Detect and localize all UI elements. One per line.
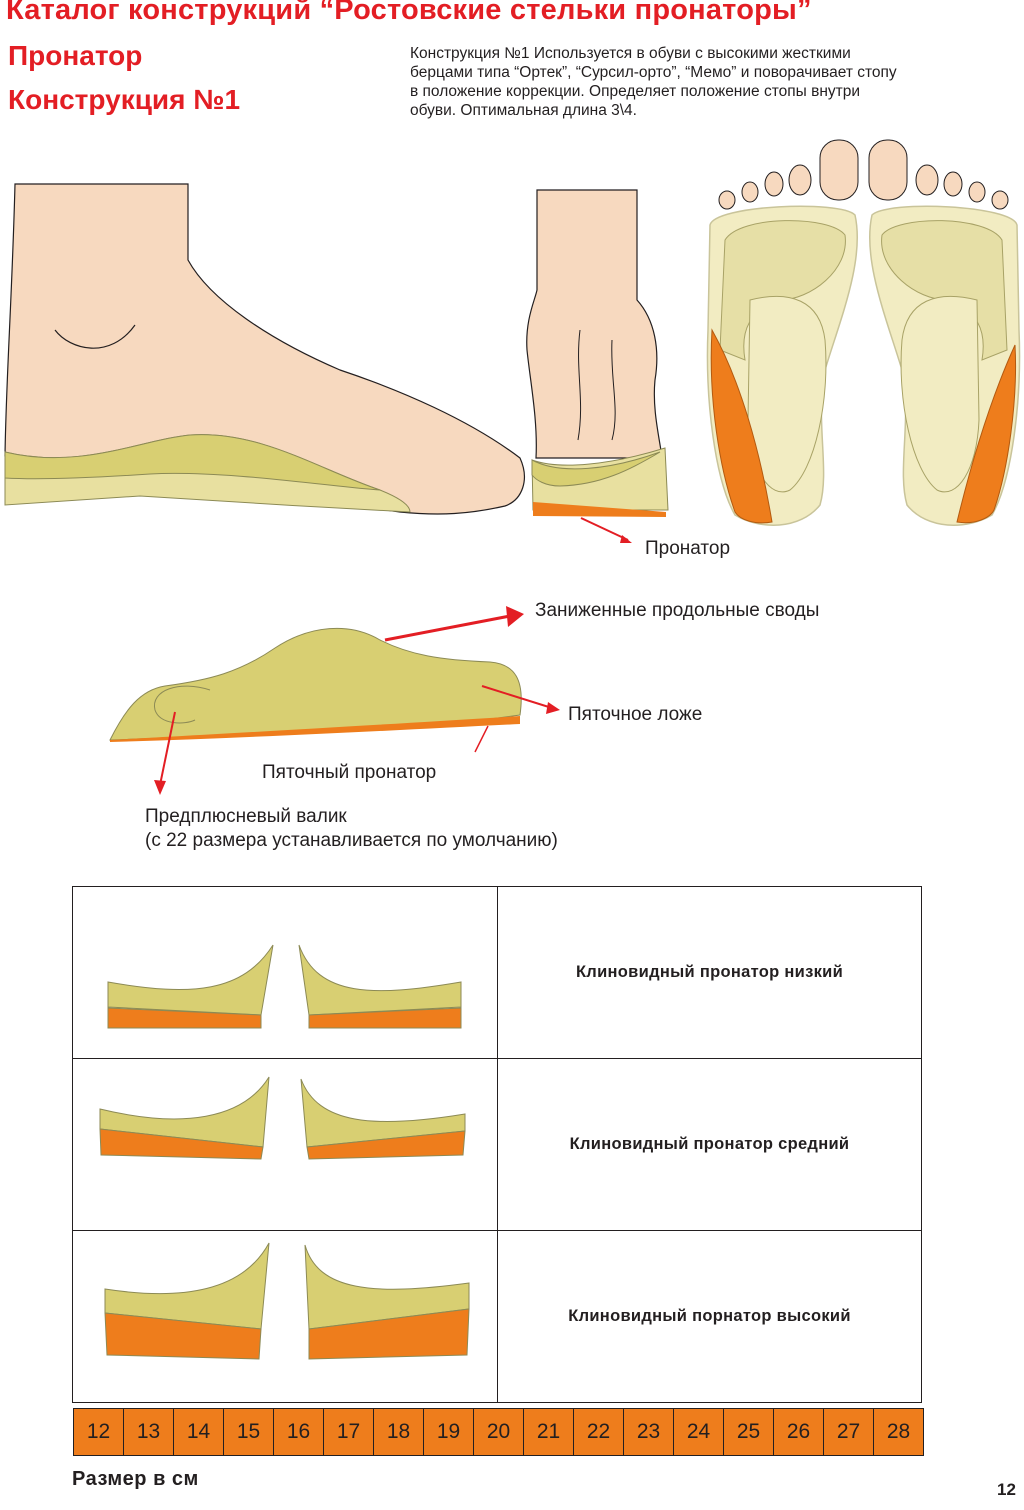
size-cell: 18 (374, 1409, 424, 1455)
wedge-high-svg (104, 1242, 470, 1360)
size-scale: 12 13 14 15 16 17 18 19 20 21 22 23 24 2… (73, 1408, 924, 1456)
size-cell: 26 (774, 1409, 824, 1455)
intro-text: Конструкция №1 Используется в обуви с вы… (410, 44, 970, 120)
wedge-illustration-medium (72, 1058, 498, 1231)
size-cell: 12 (74, 1409, 124, 1455)
size-cell: 28 (874, 1409, 923, 1455)
size-cell: 16 (274, 1409, 324, 1455)
insoles-top-view (706, 139, 1021, 526)
size-cell: 19 (424, 1409, 474, 1455)
size-cell: 21 (524, 1409, 574, 1455)
size-cell: 17 (324, 1409, 374, 1455)
heel-bed-label: Пяточное ложе (568, 704, 703, 725)
pronator-label: Пронатор (645, 538, 731, 559)
type-name-high: Клиновидный порнатор высокий (497, 1230, 922, 1403)
size-cell: 25 (724, 1409, 774, 1455)
intro-line: берцами типа “Ортек”, “Сурсил-орто”, “Ме… (410, 64, 897, 81)
size-cell: 27 (824, 1409, 874, 1455)
construction-number: Конструкция №1 (8, 84, 241, 115)
size-cell: 22 (574, 1409, 624, 1455)
size-cell: 24 (674, 1409, 724, 1455)
foot-rear-view (526, 189, 669, 543)
metatarsal-pad-note: (с 22 размера устанавливается по умолчан… (145, 830, 558, 851)
illustrations (4, 139, 1021, 795)
foot-side-view (4, 183, 525, 515)
intro-line: обуви. Оптимальная длина 3\4. (410, 102, 637, 119)
wedge-low-svg (107, 944, 462, 1029)
intro-line: в положение коррекции. Определяет положе… (410, 83, 861, 100)
intro-line: Конструкция №1 Используется в обуви с вы… (410, 45, 851, 62)
size-cell: 13 (124, 1409, 174, 1455)
metatarsal-pad-label: Предплюсневый валик (145, 806, 347, 827)
arches-label: Заниженные продольные своды (535, 600, 820, 621)
table-row: Клиновидный пронатор низкий (72, 886, 922, 1059)
size-caption: Размер в см (72, 1468, 199, 1490)
wedge-illustration-high (72, 1230, 498, 1403)
insole-side-illustration (109, 606, 560, 795)
product-name: Пронатор (8, 40, 143, 71)
pronator-types-table: Клиновидный пронатор низкий Клиновидный … (72, 886, 922, 1403)
type-name-low: Клиновидный пронатор низкий (497, 886, 922, 1059)
page-number: 12 (997, 1480, 1016, 1499)
wedge-medium-svg (99, 1076, 466, 1160)
table-row: Клиновидный порнатор высокий (72, 1230, 922, 1403)
wedge-illustration-low (72, 886, 498, 1059)
size-cell: 23 (624, 1409, 674, 1455)
type-name-medium: Клиновидный пронатор средний (497, 1058, 922, 1231)
size-cell: 14 (174, 1409, 224, 1455)
heel-pronator-label: Пяточный пронатор (262, 762, 437, 783)
table-row: Клиновидный пронатор средний (72, 1058, 922, 1231)
page-title: Каталог конструкций “Ростовские стельки … (6, 0, 812, 26)
size-cell: 20 (474, 1409, 524, 1455)
size-cell: 15 (224, 1409, 274, 1455)
